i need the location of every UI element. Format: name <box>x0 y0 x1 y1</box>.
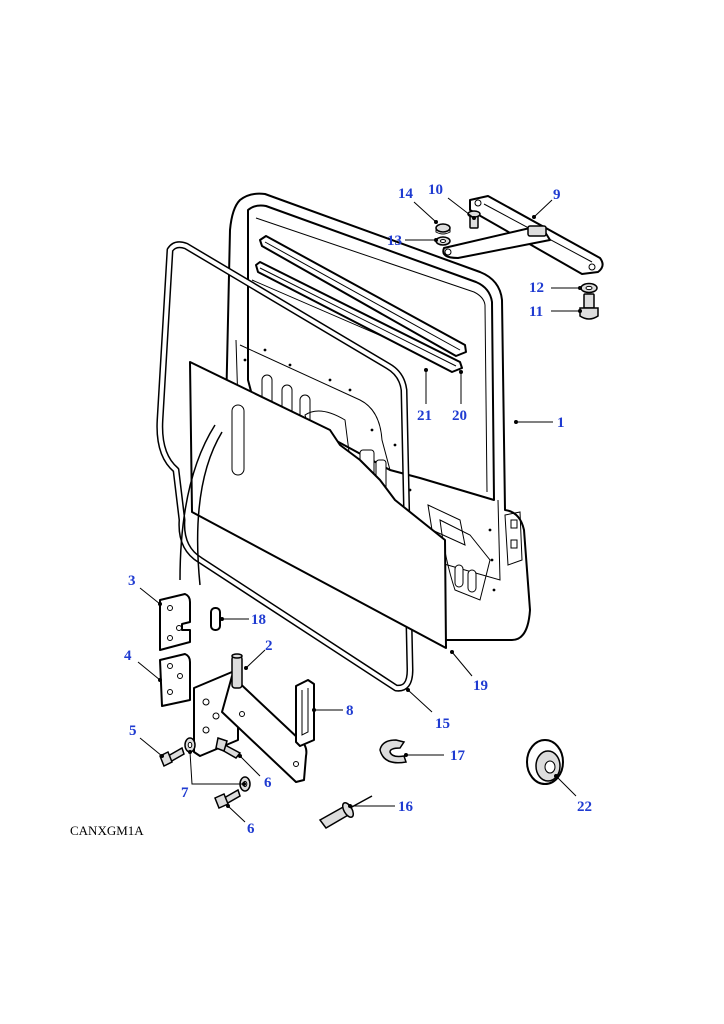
hinge <box>193 653 308 783</box>
nut-14 <box>435 223 451 235</box>
check-strap <box>442 195 604 275</box>
window-channel-20 <box>259 235 467 357</box>
callout-10: 10 <box>428 182 443 198</box>
bracket-8 <box>295 679 315 747</box>
hinge-plate-4 <box>159 653 191 707</box>
callout-9: 9 <box>553 187 561 203</box>
callout-18: 18 <box>251 612 266 628</box>
grommet-22 <box>526 739 564 785</box>
callout-7: 7 <box>181 785 189 801</box>
rivet-16 <box>318 795 373 829</box>
bolt-11 <box>579 293 599 320</box>
callout-20: 20 <box>452 408 467 424</box>
callout-labels: 1 2 3 4 5 6 6 7 8 9 10 11 12 13 14 15 16… <box>124 182 592 837</box>
callout-3: 3 <box>128 573 136 589</box>
trim-sheet <box>179 361 447 649</box>
callout-4: 4 <box>124 648 132 664</box>
callout-15: 15 <box>435 716 450 732</box>
callout-6-upper: 6 <box>264 775 272 791</box>
callout-14: 14 <box>398 186 414 202</box>
callout-5: 5 <box>129 723 137 739</box>
hinge-plate-3 <box>159 593 191 651</box>
washer-13 <box>435 236 451 246</box>
bolt-6-upper <box>215 737 242 759</box>
callout-16: 16 <box>398 799 414 815</box>
clip-17 <box>379 739 407 764</box>
reference-code: CANXGM1A <box>70 823 144 838</box>
callout-2: 2 <box>265 638 273 654</box>
window-channel-21 <box>255 261 463 373</box>
washer-12 <box>580 282 598 294</box>
callout-12: 12 <box>529 280 544 296</box>
pin-18 <box>210 607 221 631</box>
callout-11: 11 <box>529 304 543 320</box>
leader-lines <box>137 197 582 823</box>
callout-6-lower: 6 <box>247 821 255 837</box>
callout-8: 8 <box>346 703 354 719</box>
callout-17: 17 <box>450 748 466 764</box>
callout-19: 19 <box>473 678 488 694</box>
callout-1: 1 <box>557 415 565 431</box>
bolt-6-lower <box>214 788 241 810</box>
washer-7-upper <box>184 737 196 753</box>
callout-21: 21 <box>417 408 432 424</box>
door-seal <box>156 241 414 692</box>
callout-13: 13 <box>387 233 402 249</box>
callout-22: 22 <box>577 799 592 815</box>
